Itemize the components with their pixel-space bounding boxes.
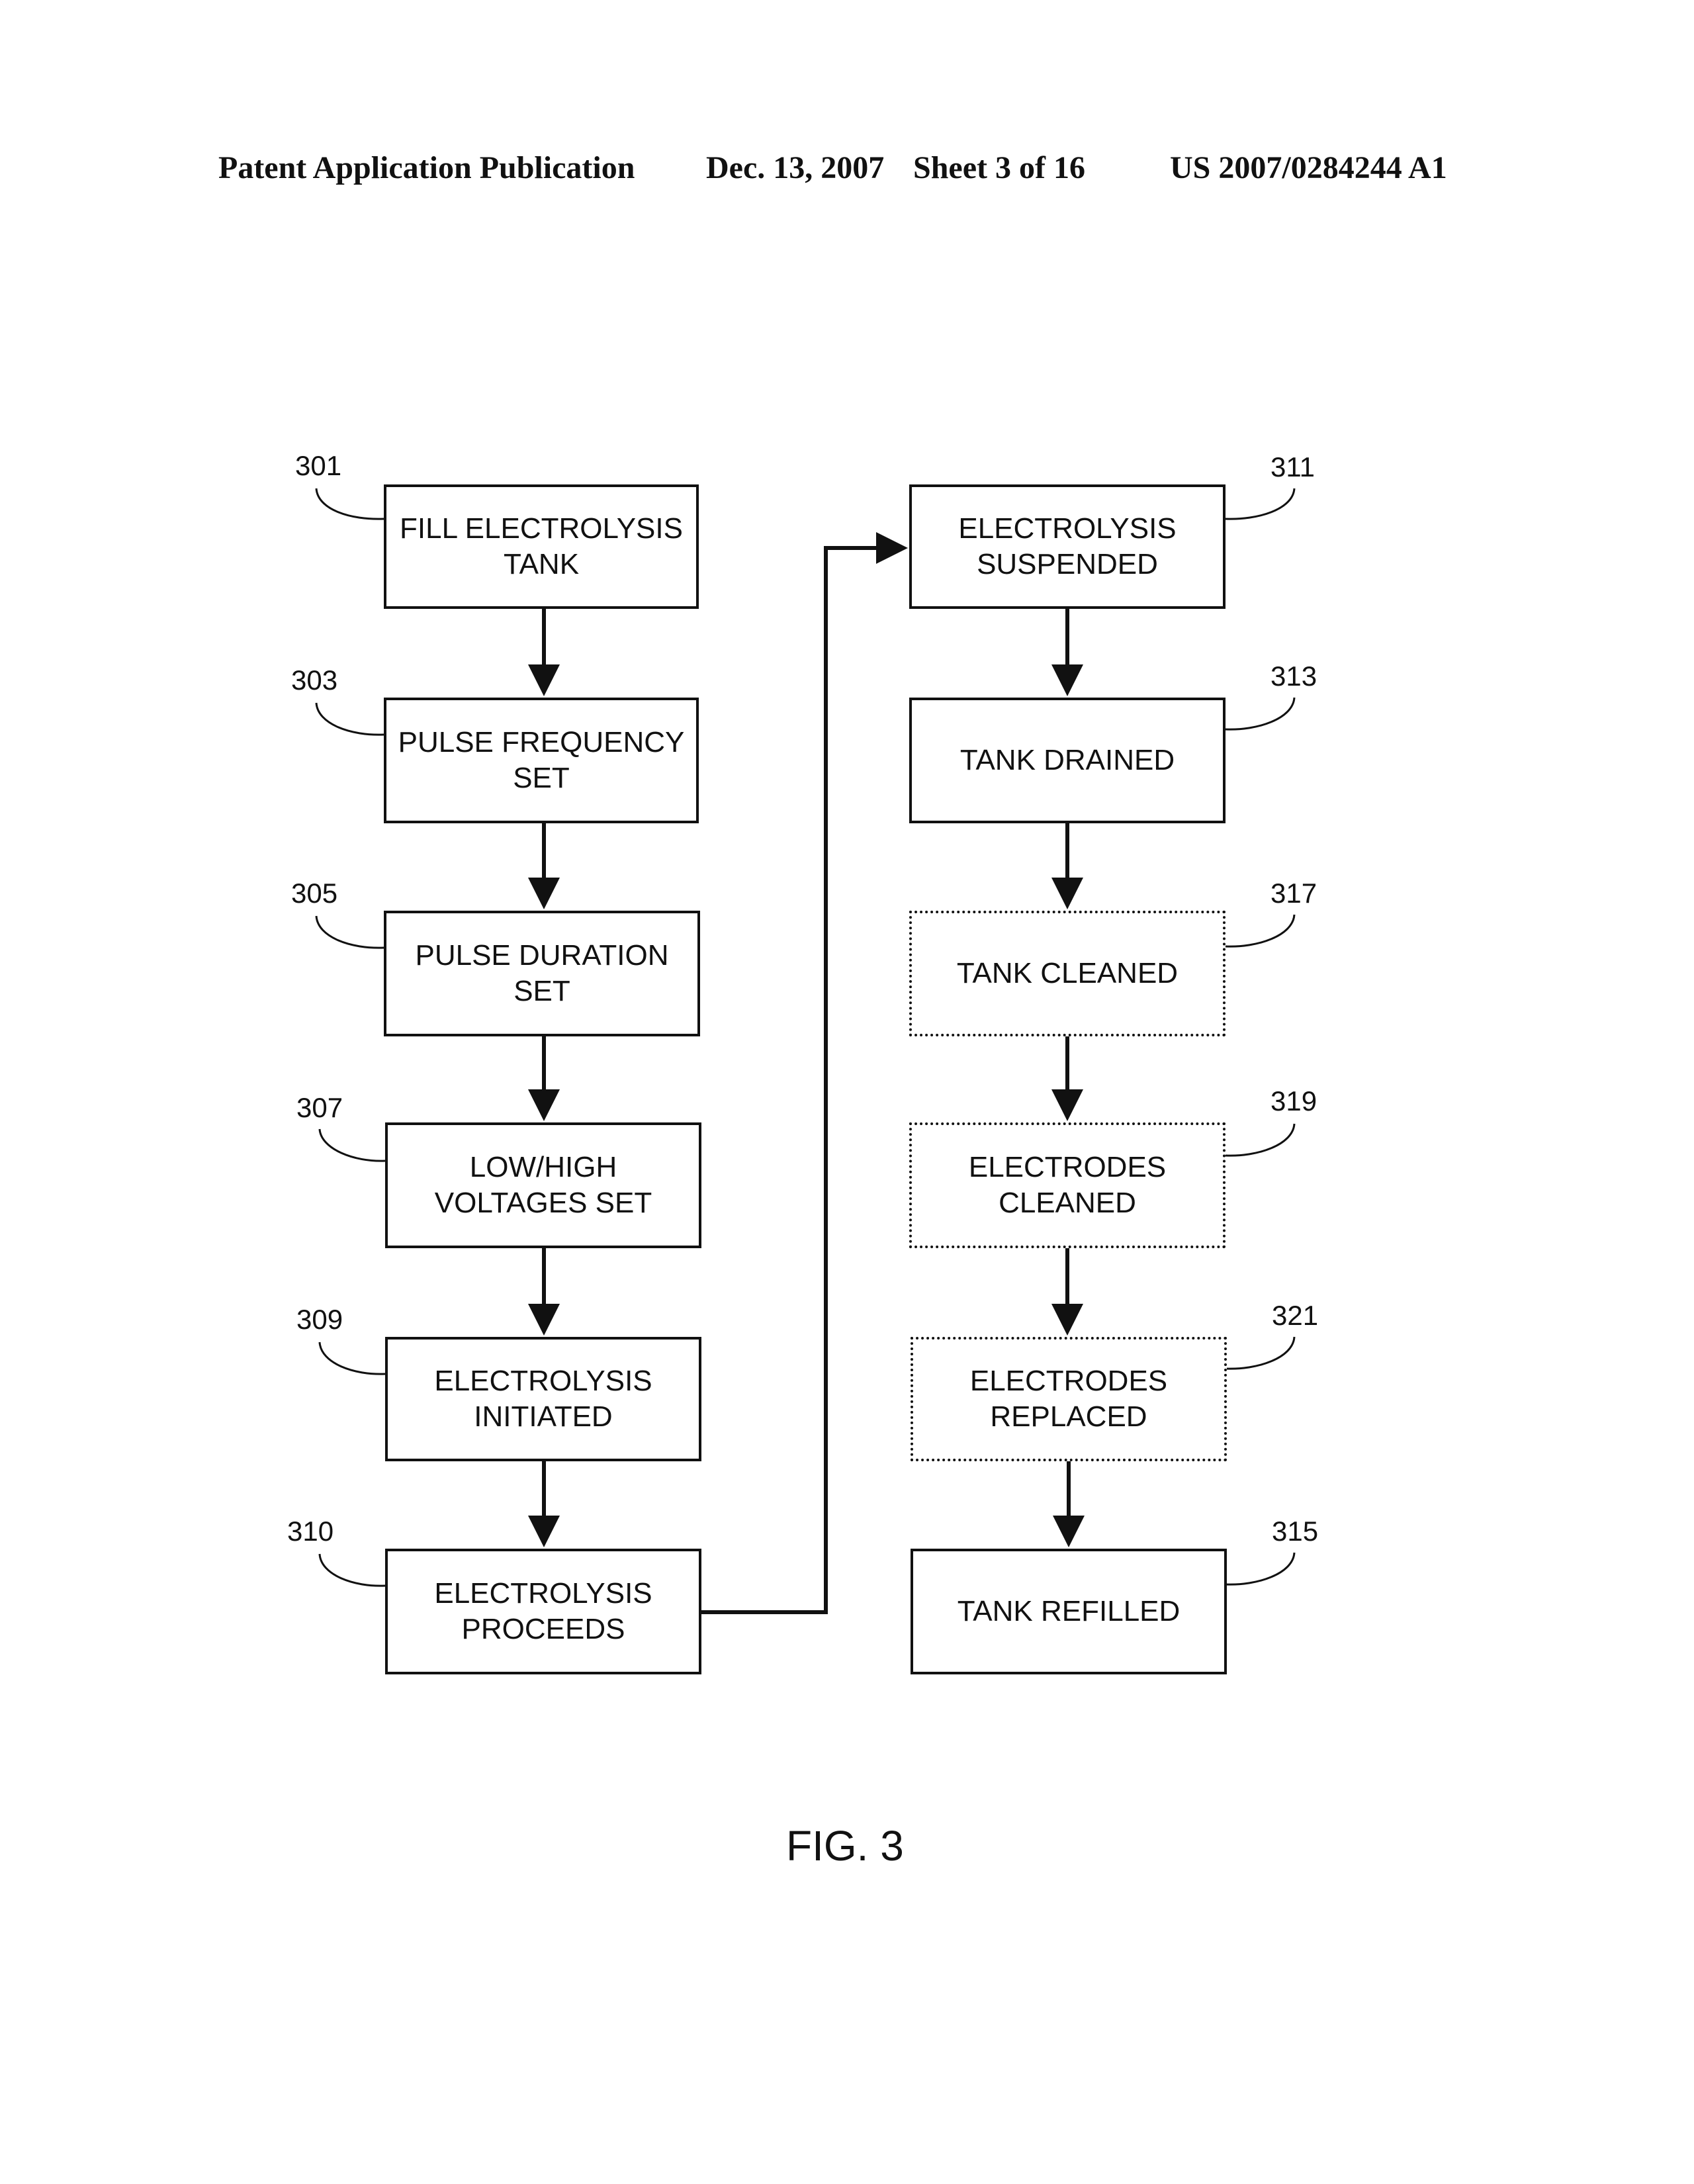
ref-309: 309 [296, 1304, 343, 1336]
leader-321 [1226, 1337, 1294, 1369]
step-309-box: ELECTROLYSIS INITIATED [385, 1337, 701, 1461]
leader-309 [320, 1342, 385, 1374]
leader-301 [316, 488, 384, 519]
ref-319: 319 [1270, 1085, 1317, 1117]
figure-label: FIG. 3 [786, 1821, 904, 1870]
step-319-box: ELECTRODES CLEANED [909, 1122, 1226, 1248]
step-319-label: ELECTRODES CLEANED [969, 1150, 1166, 1221]
step-315-label: TANK REFILLED [958, 1594, 1181, 1629]
step-310-label: ELECTROLYSIS PROCEEDS [434, 1576, 652, 1647]
leader-307 [320, 1129, 385, 1161]
ref-311: 311 [1270, 451, 1315, 483]
step-309-label: ELECTROLYSIS INITIATED [434, 1363, 652, 1435]
leader-313 [1226, 698, 1294, 729]
leader-303 [316, 703, 384, 735]
step-301-box: FILL ELECTROLYSIS TANK [384, 484, 699, 609]
step-317-label: TANK CLEANED [957, 956, 1178, 991]
leader-311 [1226, 488, 1294, 519]
step-311-label: ELECTROLYSIS SUSPENDED [958, 511, 1176, 582]
step-307-box: LOW/HIGH VOLTAGES SET [385, 1122, 701, 1248]
step-311-box: ELECTROLYSIS SUSPENDED [909, 484, 1226, 609]
ref-321: 321 [1272, 1300, 1318, 1332]
step-305-label: PULSE DURATION SET [415, 938, 668, 1009]
ref-313: 313 [1270, 660, 1317, 692]
step-313-box: TANK DRAINED [909, 698, 1226, 823]
ref-301: 301 [295, 450, 341, 482]
ref-317: 317 [1270, 878, 1317, 909]
step-303-label: PULSE FREQUENCY SET [398, 725, 685, 796]
step-317-box: TANK CLEANED [909, 911, 1226, 1036]
step-307-label: LOW/HIGH VOLTAGES SET [435, 1150, 652, 1221]
ref-307: 307 [296, 1092, 343, 1124]
leader-305 [316, 916, 384, 948]
ref-315: 315 [1272, 1516, 1318, 1547]
ref-305: 305 [291, 878, 337, 909]
step-321-label: ELECTRODES REPLACED [970, 1363, 1167, 1435]
step-315-box: TANK REFILLED [911, 1549, 1227, 1674]
leader-315 [1226, 1553, 1294, 1584]
step-305-box: PULSE DURATION SET [384, 911, 700, 1036]
ref-310: 310 [287, 1516, 334, 1547]
step-303-box: PULSE FREQUENCY SET [384, 698, 699, 823]
step-313-label: TANK DRAINED [960, 743, 1175, 778]
arrow-310-311 [701, 548, 904, 1612]
ref-303: 303 [291, 664, 337, 696]
step-310-box: ELECTROLYSIS PROCEEDS [385, 1549, 701, 1674]
step-321-box: ELECTRODES REPLACED [911, 1337, 1227, 1461]
leader-310 [320, 1554, 385, 1586]
leader-319 [1226, 1124, 1294, 1156]
step-301-label: FILL ELECTROLYSIS TANK [400, 511, 683, 582]
leader-317 [1226, 915, 1294, 946]
